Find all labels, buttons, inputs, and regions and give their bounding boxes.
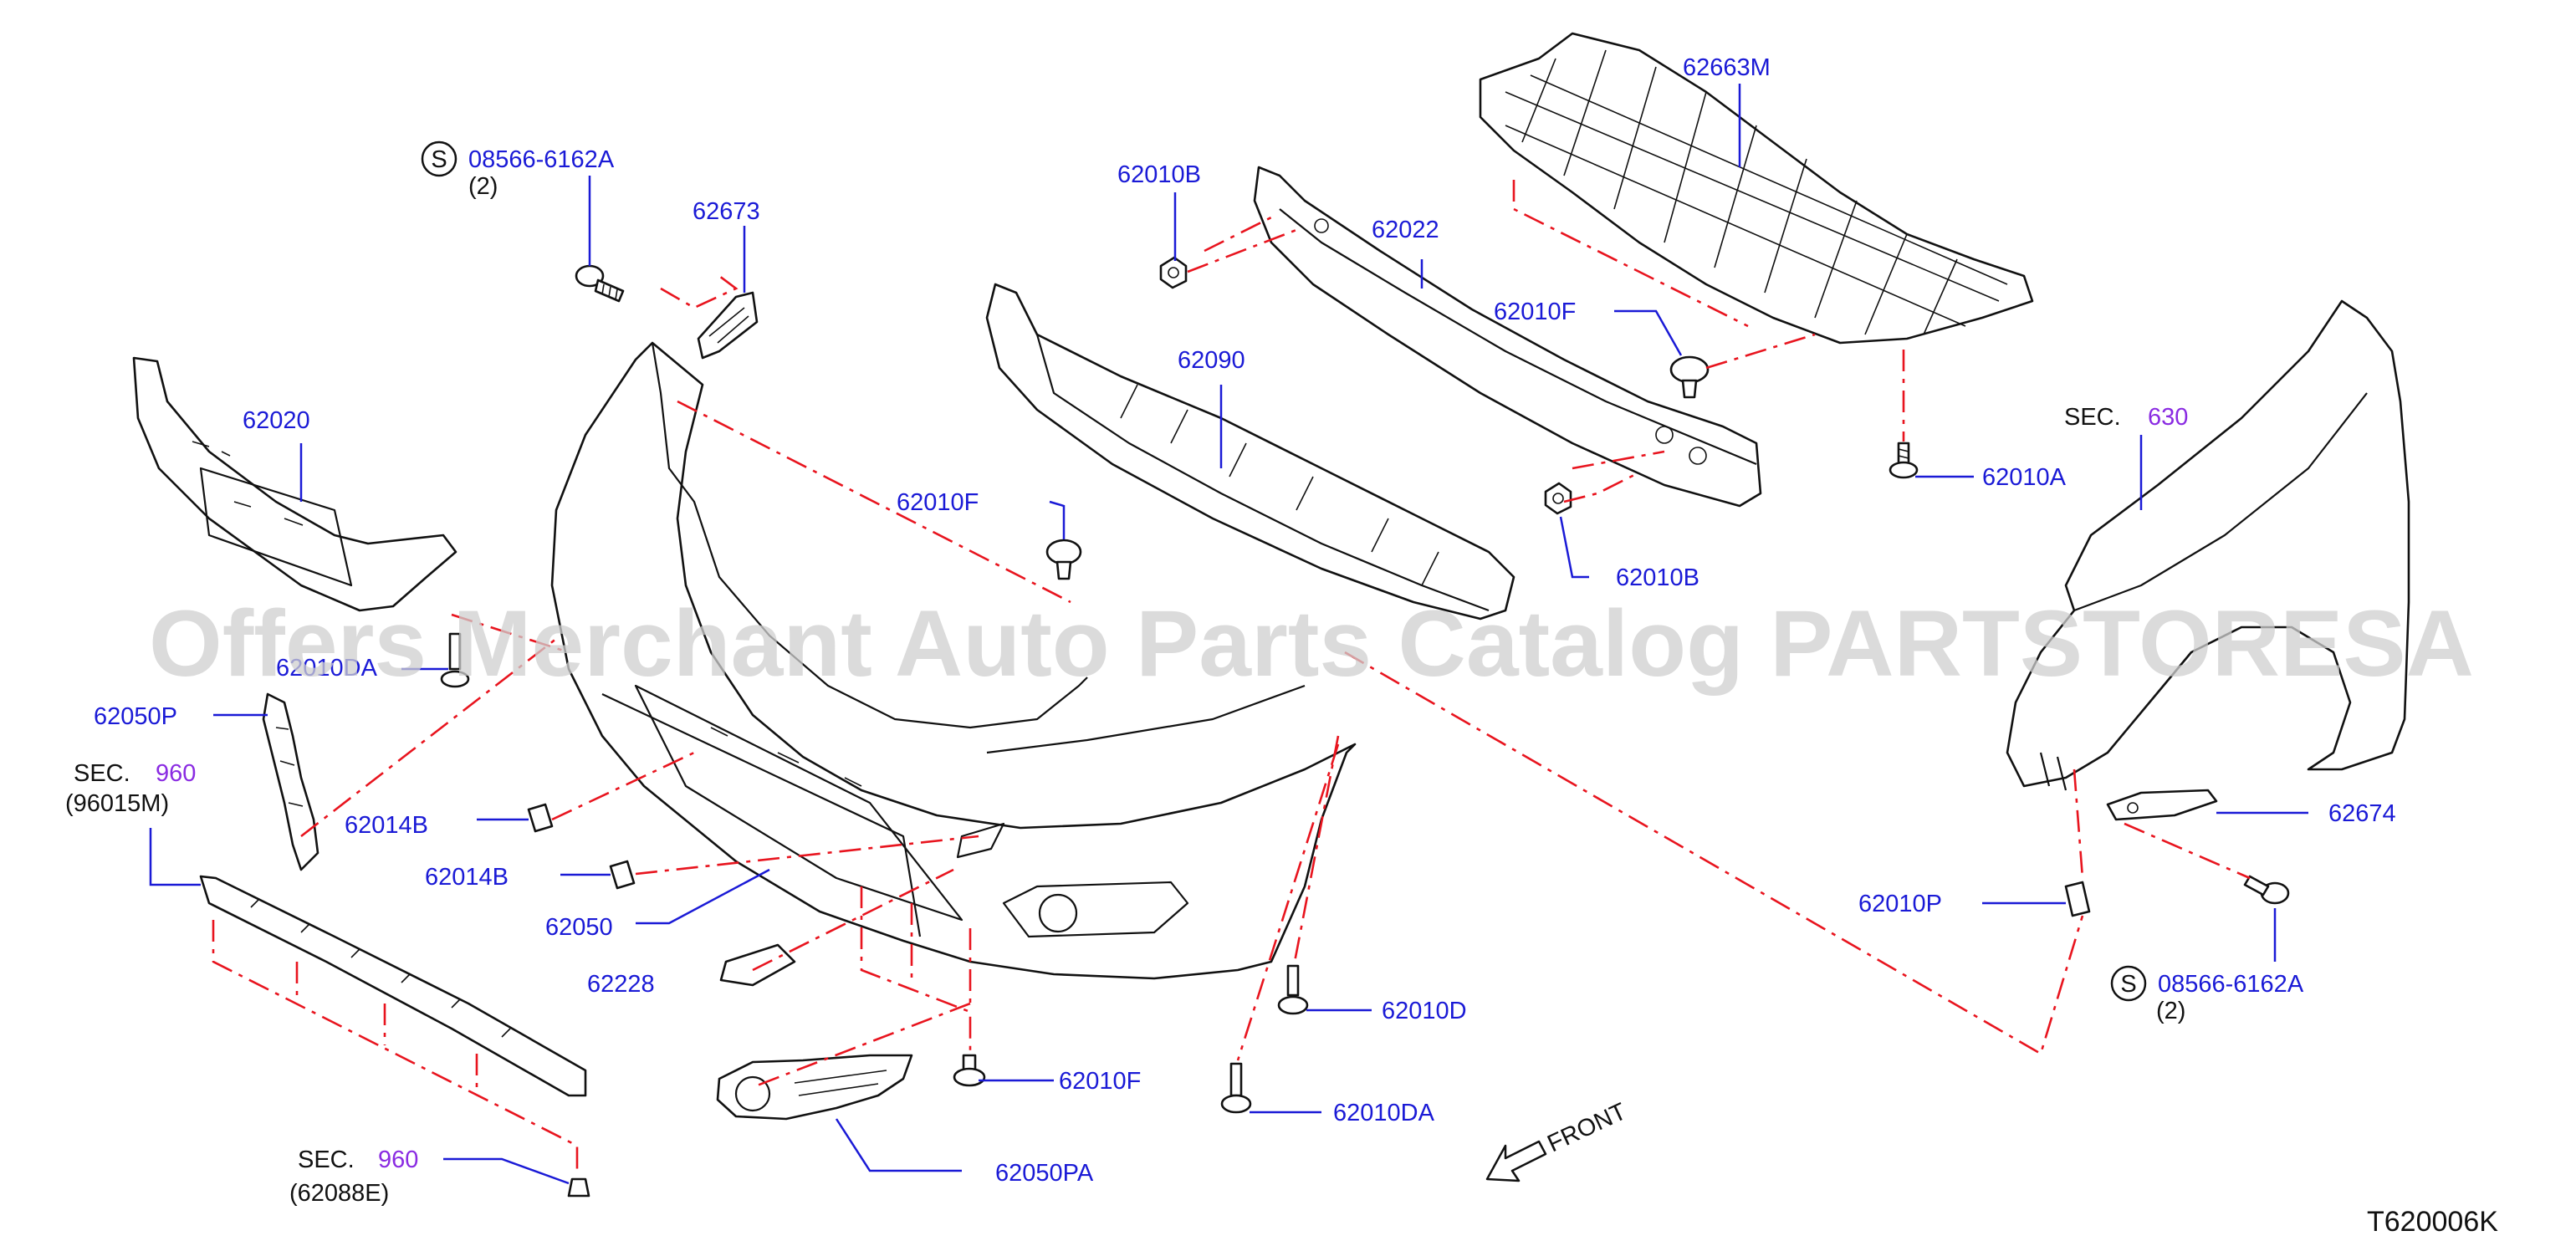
label-62010d: 62010D: [1382, 998, 1467, 1024]
label-62050p: 62050P: [94, 703, 177, 730]
part-62010f-clip-top: [1669, 355, 1710, 399]
alignment-lines: [212, 180, 2251, 1175]
part-62020-bracket: [132, 356, 457, 612]
label-62022: 62022: [1372, 217, 1439, 243]
label-62088e: (62088E): [289, 1180, 389, 1207]
part-62663m-undercover: [1479, 32, 2034, 345]
part-62010da-bolt-bottom: [1220, 1062, 1252, 1114]
label-08566-top-qty: (2): [468, 173, 498, 200]
part-62010d-bolt: [1277, 964, 1309, 1015]
label-62674: 62674: [2328, 800, 2396, 827]
label-08566-right: 08566-6162A: [2158, 971, 2304, 998]
front-arrow: FRONT: [1485, 1098, 1631, 1182]
label-62010da-left: 62010DA: [276, 655, 378, 682]
label-62228: 62228: [587, 971, 655, 998]
label-08566-top: 08566-6162A: [468, 146, 615, 173]
part-62014b-clip-a: [527, 803, 554, 833]
label-62090: 62090: [1178, 347, 1245, 374]
part-62088e-clip: [567, 1177, 590, 1198]
label-62014b-b: 62014B: [425, 864, 509, 891]
label-62010p: 62010P: [1858, 891, 1942, 917]
label-62010b-top: 62010B: [1117, 161, 1201, 188]
part-62050pa-bezel: [716, 1054, 913, 1121]
label-62010a: 62010A: [1982, 464, 2067, 491]
label-62050: 62050: [545, 914, 613, 941]
part-62010da-bolt-left: [440, 632, 470, 688]
leader-lines: [149, 84, 2308, 1185]
s-symbol-top: S: [421, 140, 457, 177]
label-08566-right-qty: (2): [2156, 998, 2185, 1024]
label-62010da-bottom: 62010DA: [1333, 1100, 1435, 1126]
label-62050pa: 62050PA: [995, 1160, 1094, 1187]
label-62020: 62020: [243, 407, 310, 434]
part-62674-bracket: [2106, 789, 2218, 821]
svg-text:S: S: [2120, 971, 2136, 998]
label-62010f-bottom: 62010F: [1059, 1068, 1141, 1095]
part-62010a-bolt: [1889, 442, 1919, 479]
part-96015m-strip: [199, 875, 587, 1097]
label-62010f-mid: 62010F: [897, 489, 979, 516]
watermark-text: Offers Merchant Auto Parts Catalog PARTS…: [149, 591, 2474, 696]
label-62010b-right: 62010B: [1616, 564, 1699, 591]
part-bumper-fascia: [550, 341, 1357, 980]
part-62010p-clip: [2064, 881, 2091, 917]
part-62022-reinforcement: [1253, 166, 1762, 508]
part-62090-absorber: [985, 283, 1515, 620]
label-96015m: (96015M): [65, 790, 169, 817]
label-62010f-top: 62010F: [1494, 299, 1576, 325]
part-62050p-bracket: [262, 692, 319, 871]
svg-text:S: S: [431, 146, 447, 173]
part-62673-clip: [697, 291, 759, 360]
front-label: FRONT: [1543, 1098, 1630, 1157]
label-62663m: 62663M: [1683, 54, 1771, 81]
label-62014b-a: 62014B: [345, 812, 428, 839]
part-62228-cover: [719, 943, 796, 987]
part-fender-sec630: [2006, 299, 2410, 791]
part-bolt-08566-top: [575, 264, 625, 303]
part-62010b-clip-top: [1159, 256, 1188, 289]
label-sec630-num: 630: [2148, 404, 2188, 431]
label-sec960-bottom-num: 960: [378, 1147, 418, 1173]
label-sec960-top-num: 960: [156, 760, 196, 787]
label-sec960-bottom: SEC.: [298, 1147, 355, 1173]
figure-reference: T620006K: [2367, 1206, 2498, 1238]
part-bolt-08566-right: [2243, 875, 2290, 905]
s-symbol-right: S: [2110, 965, 2147, 1002]
part-62014b-clip-b: [609, 860, 636, 890]
label-sec960-top: SEC.: [74, 760, 130, 787]
label-62673: 62673: [693, 198, 760, 225]
part-62010f-clip-mid: [1045, 539, 1082, 580]
part-62010b-clip-right: [1544, 482, 1572, 515]
part-62010f-clip-bottom: [953, 1054, 986, 1087]
label-sec630: SEC.: [2064, 404, 2121, 431]
